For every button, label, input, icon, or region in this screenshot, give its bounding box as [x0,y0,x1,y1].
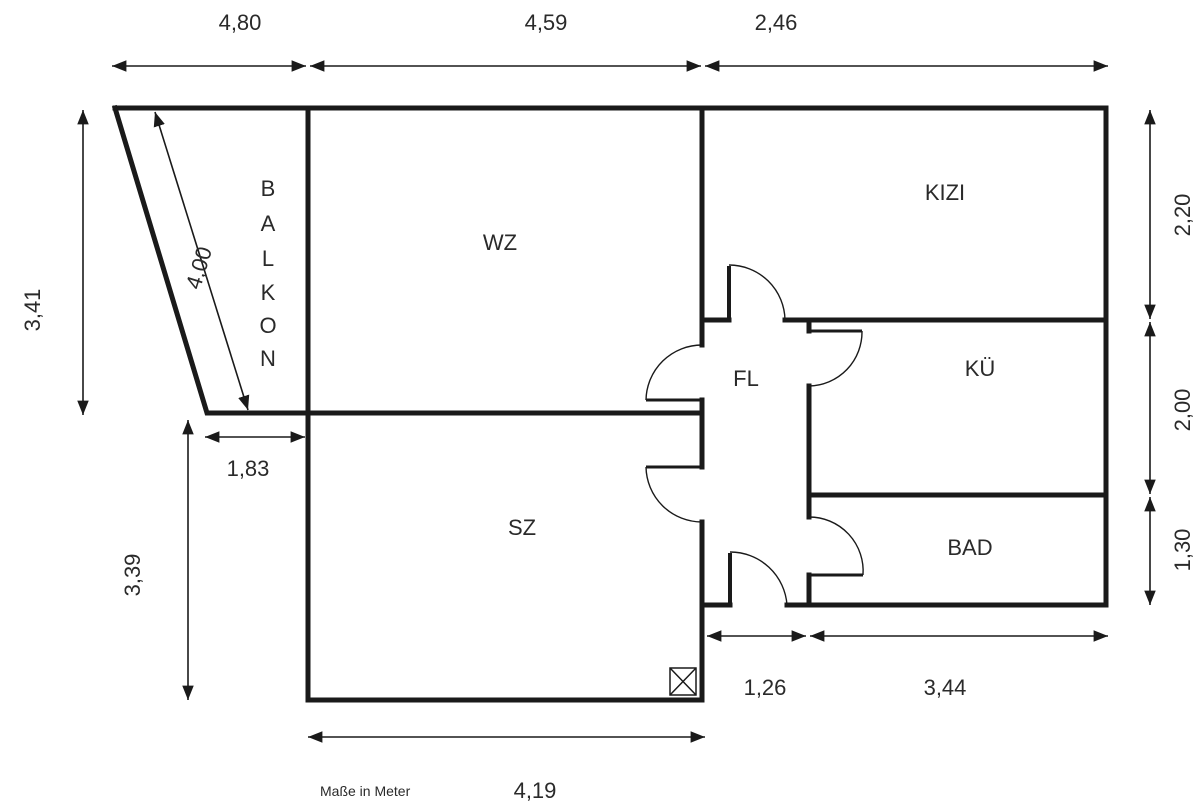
dim-label-right-kizi: 2,20 [1170,194,1195,237]
dim-label-bottom-bad: 3,44 [924,675,967,700]
units-note: Maße in Meter [320,783,411,799]
door-ku [808,329,863,387]
door-kizi [727,264,786,321]
room-label-fl: FL [733,366,759,391]
dim-label-balkon-bottom: 1,83 [227,456,270,481]
dim-label-left-lower: 3,39 [120,554,145,597]
dim-label-left-upper: 3,41 [20,289,45,332]
doors [645,264,864,606]
shaft-box-icon [669,667,697,696]
door-bad [808,516,864,577]
door-sz [645,465,703,523]
room-label-sz: SZ [508,515,536,540]
balkon-letter: O [259,313,276,338]
balkon-letter: B [261,176,276,201]
door-entrance [728,551,788,606]
balkon-label: B A L K O N [259,176,276,371]
room-label-wz: WZ [483,230,517,255]
room-label-kizi: KIZI [925,180,965,205]
dim-label-bottom-fl: 1,26 [744,675,787,700]
dim-label-right-bad: 1,30 [1170,529,1195,572]
wz-west-wall [305,105,705,703]
dim-label-top-middle: 4,59 [525,10,568,35]
balkon-letter: N [260,346,276,371]
dim-label-top-right: 2,46 [755,10,798,35]
dimension-lines [77,60,1156,743]
dim-label-bottom-sz: 4,19 [514,778,557,803]
dim-label-right-ku: 2,00 [1170,389,1195,432]
balkon-letter: L [262,246,274,271]
door-wz [645,344,703,402]
balkon-letter: A [261,211,276,236]
balkon-letter: K [261,280,276,305]
room-label-bad: BAD [947,535,992,560]
dim-label-top-left: 4,80 [219,10,262,35]
walls [111,104,1109,703]
dim-label-balkon-diagonal: 4,00 [181,244,217,292]
balkon-diagonal-wall [111,104,311,416]
room-label-ku: KÜ [965,356,996,381]
